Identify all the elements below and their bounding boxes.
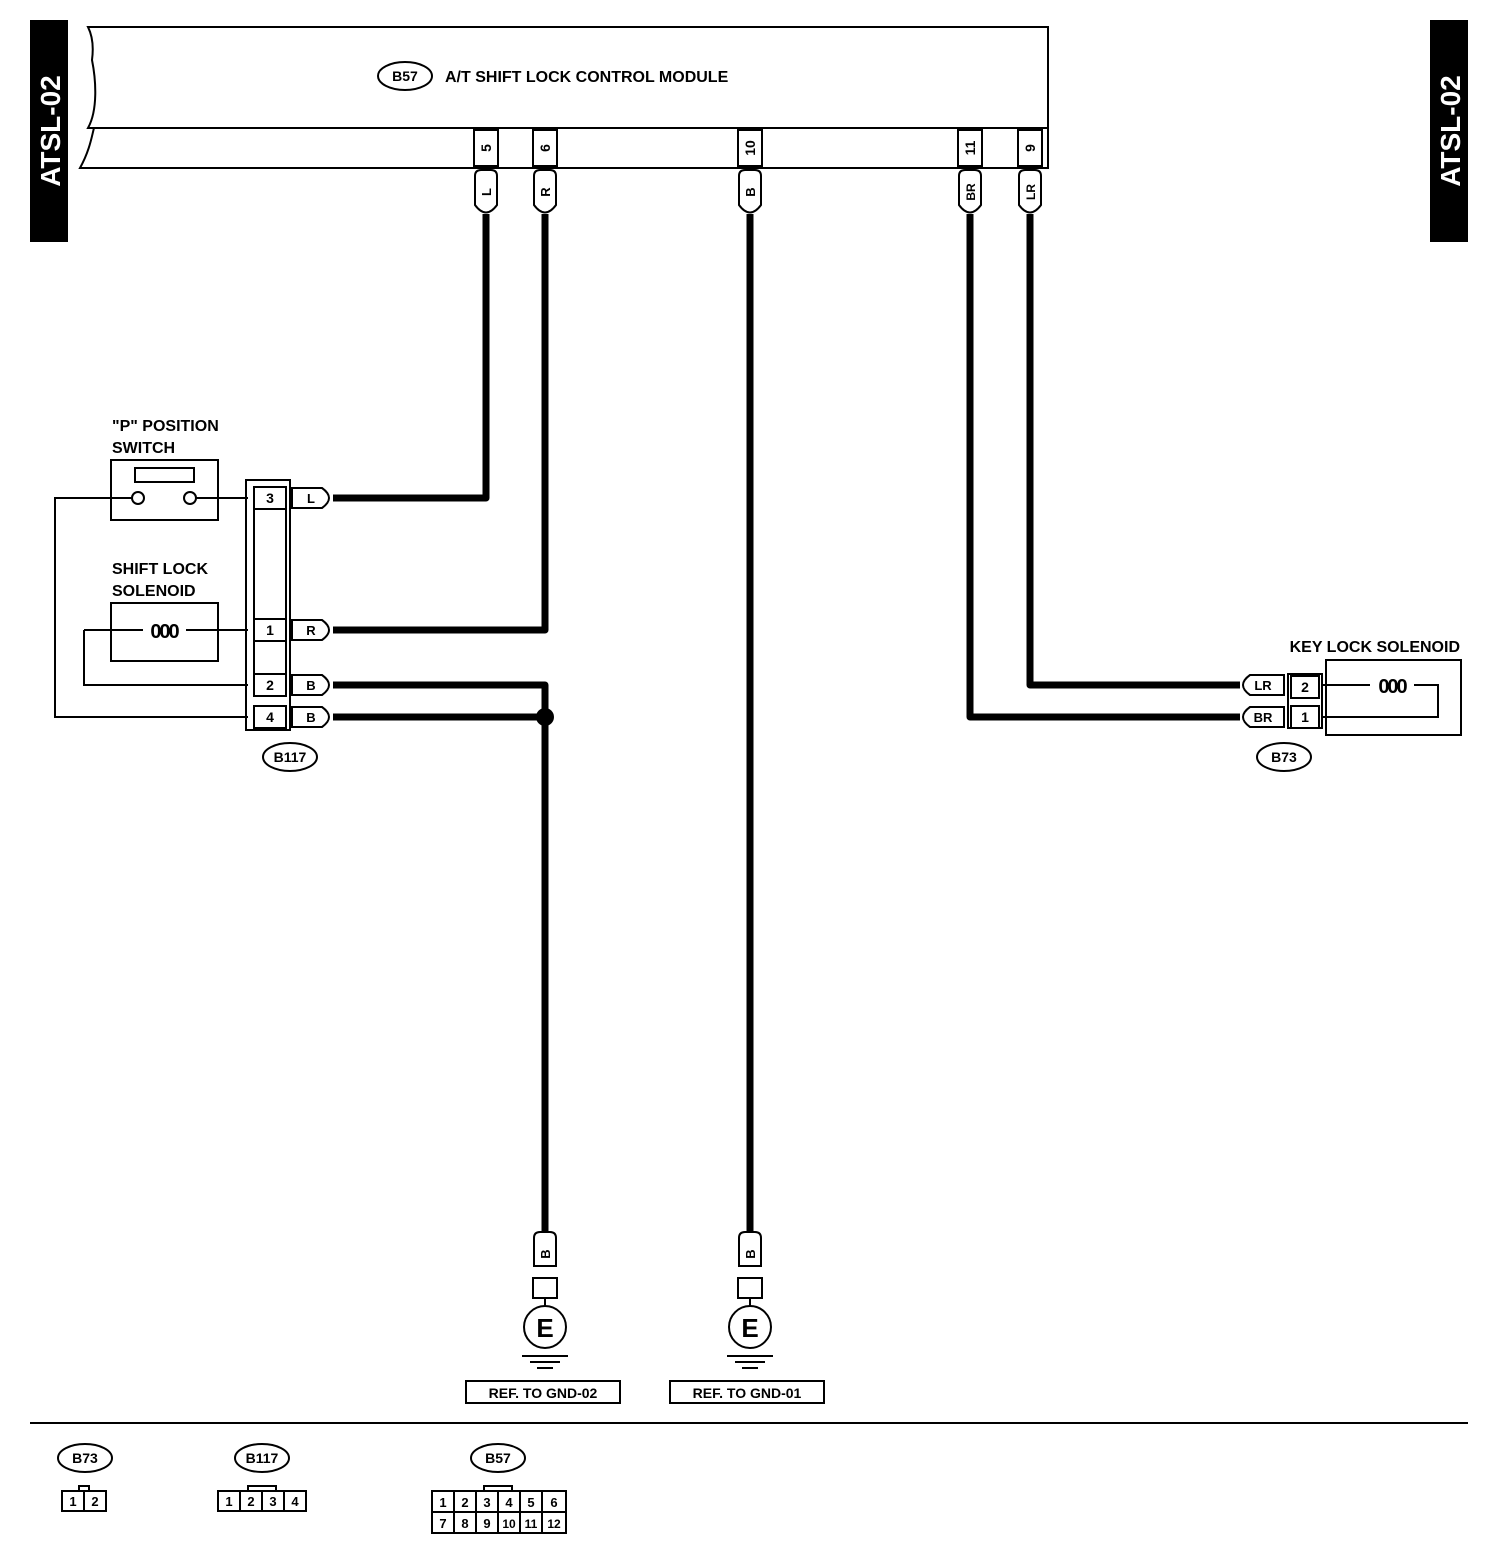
ground-symbol <box>728 1305 772 1349</box>
wire-color-label: B <box>538 1249 553 1258</box>
ground-symbol <box>523 1305 567 1349</box>
coil-symbol: 000 <box>1378 676 1407 698</box>
wire-b-pin2 <box>333 681 549 1232</box>
wire-color-label: B <box>306 678 315 693</box>
legend-b73: B73 1 2 <box>57 1443 113 1512</box>
page-tag-left: ATSL-02 <box>30 20 68 242</box>
wire-color-label: B <box>743 187 758 196</box>
p-switch-label: SWITCH <box>112 440 175 457</box>
legend-connector-badge <box>470 1443 526 1473</box>
page-tag-right: ATSL-02 <box>1430 20 1468 242</box>
b117-pin-label: 3 <box>266 490 274 506</box>
shift-solenoid-label: SOLENOID <box>112 583 196 600</box>
wire-color-label: L <box>307 491 315 506</box>
legend-pin: 4 <box>291 1494 299 1509</box>
legend-pin: 4 <box>505 1495 513 1510</box>
ground-gnd-02: B E REF. TO GND-02 <box>465 1231 621 1404</box>
b117-connector-badge <box>262 742 318 772</box>
switch-return-wire <box>54 497 248 718</box>
legend-b57: B57 1 2 3 4 5 6 7 8 9 10 11 12 <box>431 1443 567 1534</box>
wire-color-label: BR <box>1254 710 1273 725</box>
wire-color-label: R <box>538 187 553 197</box>
wire-color-label: LR <box>1254 678 1272 693</box>
wire-color-label: LR <box>1024 184 1038 200</box>
ground-symbol-label: E <box>536 1313 553 1343</box>
svg-text:ATSL-02: ATSL-02 <box>35 75 66 187</box>
ground-ref-label: REF. TO GND-02 <box>489 1385 598 1401</box>
legend-pin: 8 <box>461 1516 468 1531</box>
legend-connector-label: B117 <box>246 1450 279 1466</box>
module-wire-tags: L R B BR LR <box>474 169 1042 214</box>
module-connector-badge <box>377 61 433 91</box>
coil-symbol: 000 <box>150 621 179 643</box>
module-connector-label: B57 <box>392 68 418 84</box>
p-position-switch: "P" POSITION SWITCH <box>110 418 248 521</box>
key-solenoid-pin-label: 1 <box>1301 709 1309 725</box>
legend-pin: 10 <box>502 1517 516 1531</box>
wire-lr <box>1026 214 1240 689</box>
legend-pin: 2 <box>461 1495 468 1510</box>
ground-gnd-01: B E REF. TO GND-01 <box>669 1231 825 1404</box>
module-title: A/T SHIFT LOCK CONTROL MODULE <box>445 69 729 86</box>
shift-lock-solenoid: SHIFT LOCK SOLENOID 000 <box>83 561 248 686</box>
module-pin-label: 10 <box>742 140 758 156</box>
ground-ref-label: REF. TO GND-01 <box>693 1385 802 1401</box>
module-pin-label: 5 <box>478 144 494 152</box>
legend-connector-badge <box>57 1443 113 1473</box>
connector-b117: 3 1 2 4 L R B B B117 <box>245 479 330 772</box>
b117-pin-label: 2 <box>266 677 274 693</box>
wire-l <box>333 214 490 502</box>
wire-color-label: B <box>306 710 315 725</box>
legend-pin: 1 <box>225 1494 232 1509</box>
legend-pin: 3 <box>483 1495 490 1510</box>
wire-color-label: R <box>306 623 316 638</box>
legend-pin: 1 <box>69 1494 76 1509</box>
module-pin-label: 6 <box>537 144 553 152</box>
legend-connector-badge <box>234 1443 290 1473</box>
p-switch-label: "P" POSITION <box>112 418 219 435</box>
legend-pin: 11 <box>525 1517 538 1531</box>
ground-symbol-label: E <box>741 1313 758 1343</box>
legend-pin: 12 <box>547 1517 561 1531</box>
wire-color-label: BR <box>964 183 978 201</box>
legend-pin: 2 <box>91 1494 98 1509</box>
splice-point <box>536 708 554 726</box>
module-pins: 5 6 10 11 9 <box>473 129 1043 167</box>
module-pin-label: 11 <box>962 140 978 155</box>
legend-pin: 1 <box>439 1495 446 1510</box>
wires <box>333 214 1240 1232</box>
wire-r <box>333 214 549 634</box>
svg-text:ATSL-02: ATSL-02 <box>1435 75 1466 187</box>
wire-color-label: L <box>479 188 494 196</box>
shift-solenoid-label: SHIFT LOCK <box>112 561 208 578</box>
shift-lock-control-module: B57 A/T SHIFT LOCK CONTROL MODULE <box>78 26 1049 169</box>
b117-connector-label: B117 <box>274 749 307 765</box>
legend-pin: 9 <box>483 1516 490 1531</box>
legend-pin: 3 <box>269 1494 276 1509</box>
wire-color-label: B <box>743 1249 758 1258</box>
wire-br <box>966 214 1240 721</box>
b117-pin-label: 4 <box>266 709 274 725</box>
legend-pin: 2 <box>247 1494 254 1509</box>
b117-pin-label: 1 <box>266 622 274 638</box>
legend-pin: 6 <box>550 1495 557 1510</box>
legend-pin: 7 <box>439 1516 446 1531</box>
legend-pin: 5 <box>527 1495 534 1510</box>
module-pin-label: 9 <box>1022 144 1038 152</box>
b73-connector-badge <box>1256 742 1312 772</box>
key-lock-solenoid: KEY LOCK SOLENOID 2 1 LR BR 000 B73 <box>1242 639 1462 772</box>
b73-connector-label: B73 <box>1271 749 1297 765</box>
legend-connector-label: B57 <box>485 1450 511 1466</box>
legend-b117: B117 1 2 3 4 <box>217 1443 307 1512</box>
key-solenoid-pin-label: 2 <box>1301 679 1309 695</box>
key-solenoid-title: KEY LOCK SOLENOID <box>1290 639 1460 656</box>
legend-connector-label: B73 <box>72 1450 98 1466</box>
